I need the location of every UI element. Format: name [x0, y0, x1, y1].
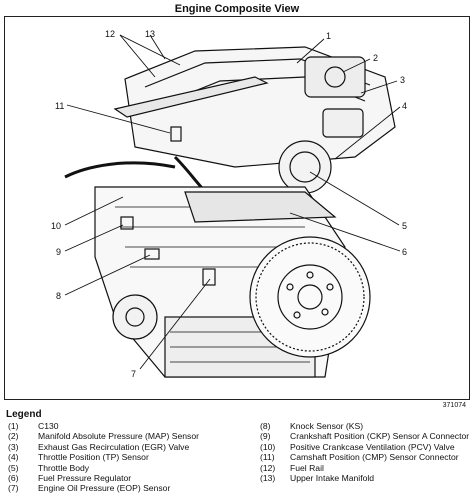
figure-id: 371074: [442, 402, 466, 409]
legend-item: (8)Knock Sensor (KS): [260, 421, 364, 431]
callout-6: 6: [402, 247, 407, 257]
callout-10: 10: [51, 221, 61, 231]
legend-item: (12)Fuel Rail: [260, 462, 324, 473]
callout-13: 13: [145, 29, 155, 39]
legend-left-column: (1)C130 (2)Manifold Absolute Pressure (M…: [8, 421, 199, 494]
legend-item: (7)Engine Oil Pressure (EOP) Sensor: [8, 483, 171, 494]
callout-9: 9: [56, 247, 61, 257]
legend-item: (4)Throttle Position (TP) Sensor: [8, 452, 149, 463]
legend-item: (5)Throttle Body: [8, 462, 90, 473]
callout-1: 1: [326, 31, 331, 41]
legend-title: Legend: [6, 409, 42, 420]
diagram-title: Engine Composite View: [174, 3, 300, 15]
legend-item: (10)Positive Crankcase Ventilation (PCV)…: [260, 441, 455, 452]
legend-right-column: (8)Knock Sensor (KS) (9)Crankshaft Posit…: [260, 421, 469, 483]
diagram-frame: 1 2 3 4 5 6 7 8 9 10 11 12 13: [4, 16, 470, 400]
callout-4: 4: [402, 101, 407, 111]
legend-item: (9)Crankshaft Position (CKP) Sensor A Co…: [260, 431, 470, 442]
legend-item: (1)C130: [8, 421, 59, 431]
callout-11: 11: [55, 101, 64, 111]
legend-item: (6)Fuel Pressure Regulator: [8, 473, 132, 484]
callout-5: 5: [402, 221, 407, 231]
legend-item: (11)Camshaft Position (CMP) Sensor Conne…: [260, 452, 459, 463]
legend-item: (2)Manifold Absolute Pressure (MAP) Sens…: [8, 431, 199, 442]
callout-8: 8: [56, 291, 61, 301]
legend-item: (3)Exhaust Gas Recirculation (EGR) Valve: [8, 441, 190, 452]
callout-2: 2: [373, 53, 378, 63]
callout-3: 3: [400, 75, 405, 85]
callout-7: 7: [131, 369, 136, 379]
legend-item: (13)Upper Intake Manifold: [260, 473, 375, 484]
callout-12: 12: [105, 29, 115, 39]
engine-illustration: 1 2 3 4 5 6 7 8 9 10 11 12 13: [51, 29, 407, 379]
